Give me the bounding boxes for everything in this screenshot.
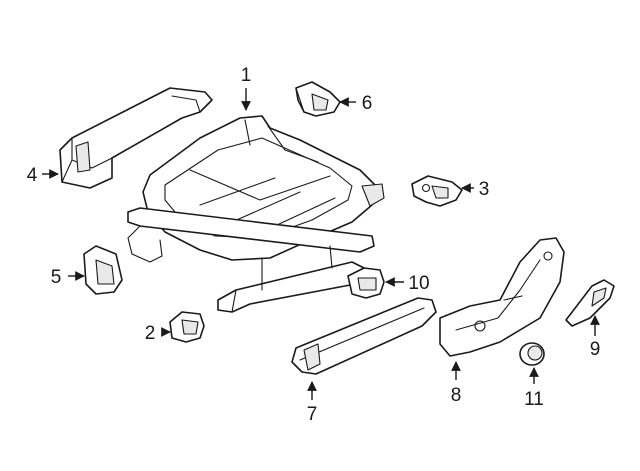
callout-8: 8 bbox=[451, 385, 462, 406]
callout-10: 10 bbox=[408, 273, 429, 294]
callout-11: 11 bbox=[524, 389, 544, 410]
callout-5: 5 bbox=[51, 267, 62, 288]
callout-4: 4 bbox=[27, 165, 38, 186]
part-5-end-cap bbox=[83, 245, 123, 295]
part-8-side-shield bbox=[439, 237, 565, 357]
part-7-lower-trim bbox=[291, 297, 437, 375]
callout-6: 6 bbox=[362, 93, 373, 114]
leader-lines bbox=[42, 88, 600, 400]
part-6-bracket bbox=[295, 81, 341, 117]
callout-1: 1 bbox=[241, 65, 252, 86]
callout-3: 3 bbox=[479, 179, 490, 200]
part-11-knob bbox=[519, 342, 545, 366]
callout-labels: 1 2 3 4 5 6 7 8 9 10 11 bbox=[27, 65, 601, 425]
callout-9: 9 bbox=[590, 339, 601, 360]
part-9-trim bbox=[565, 279, 615, 327]
part-2-cover bbox=[169, 311, 205, 343]
part-4-rail-cover bbox=[59, 87, 213, 189]
part-3-clip bbox=[411, 175, 463, 207]
part-1-seat-frame bbox=[127, 115, 385, 313]
callout-2: 2 bbox=[145, 323, 156, 344]
callout-7: 7 bbox=[307, 404, 318, 425]
part-10-switch bbox=[347, 267, 385, 299]
